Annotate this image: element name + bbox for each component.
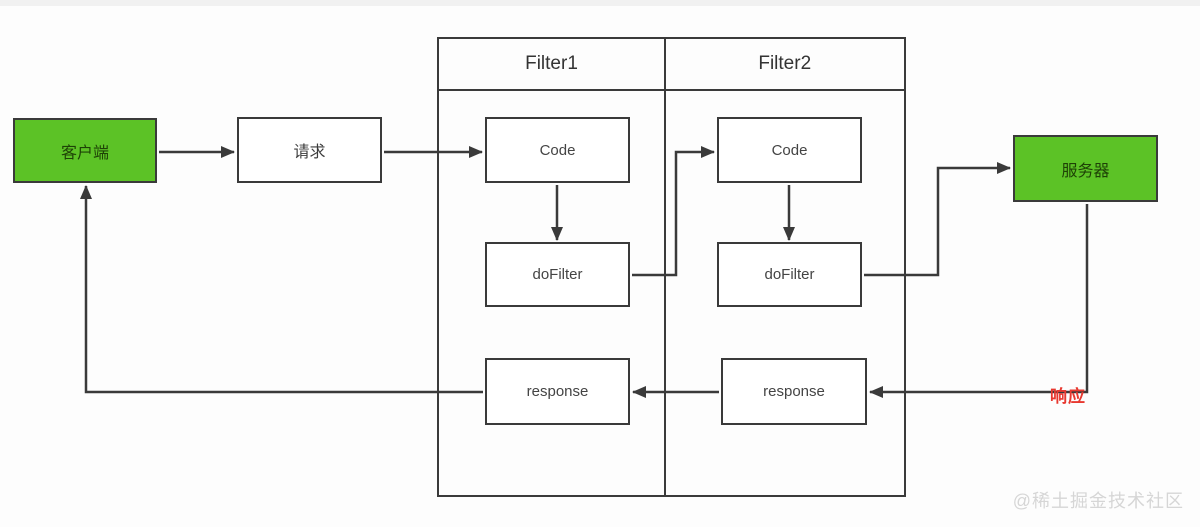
filter2-dofilter-box: doFilter <box>717 242 862 307</box>
client-node: 客户端 <box>13 118 157 183</box>
filter1-response-box: response <box>485 358 630 425</box>
response-flow-label: 响应 <box>1050 387 1086 406</box>
filter1-title: Filter1 <box>439 39 664 91</box>
server-node: 服务器 <box>1013 135 1158 202</box>
filter1-dofilter-box: doFilter <box>485 242 630 307</box>
filter2-response-box: response <box>721 358 867 425</box>
filter1-code-box: Code <box>485 117 630 183</box>
top-border-band <box>0 0 1200 6</box>
arrow-filter1-response-to-client <box>80 185 483 394</box>
arrow-server-to-filter2-response <box>869 204 1089 398</box>
filter2-code-box: Code <box>717 117 862 183</box>
filter2-title: Filter2 <box>665 39 904 91</box>
arrow-filter1-dofilter-to-filter2-code <box>632 146 715 277</box>
request-node: 请求 <box>237 117 382 183</box>
filter2-container: Filter2 <box>663 37 906 497</box>
watermark-text: @稀土掘金技术社区 <box>1012 491 1184 511</box>
arrow-filter2-dofilter-to-server <box>864 162 1011 277</box>
